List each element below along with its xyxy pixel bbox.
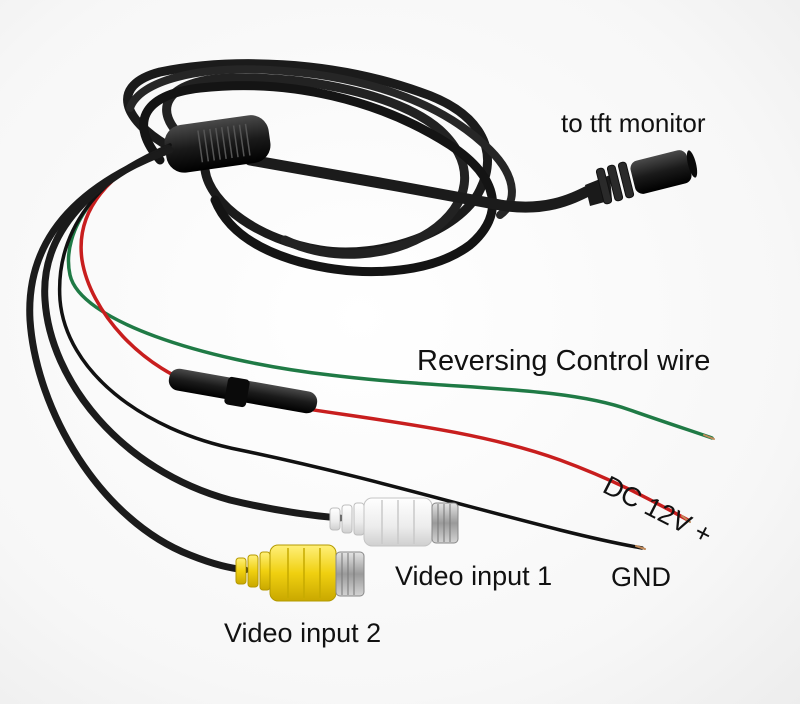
video1-cable	[41, 144, 344, 522]
junction-block	[164, 115, 271, 173]
label-tft-monitor: to tft monitor	[561, 108, 706, 138]
reversing-wire	[66, 148, 714, 440]
label-video-input-2: Video input 2	[224, 618, 382, 648]
monitor-connector	[585, 150, 698, 206]
video2-connector	[235, 544, 365, 602]
video1-connector	[329, 497, 459, 547]
label-gnd: GND	[611, 562, 671, 592]
label-reversing-control: Reversing Control wire	[417, 345, 711, 377]
label-video-input-1: Video input 1	[395, 561, 553, 591]
video2-cable	[26, 146, 249, 574]
fuse-holder	[168, 368, 318, 414]
ground-wire	[57, 143, 644, 550]
cable-coil	[123, 59, 596, 277]
